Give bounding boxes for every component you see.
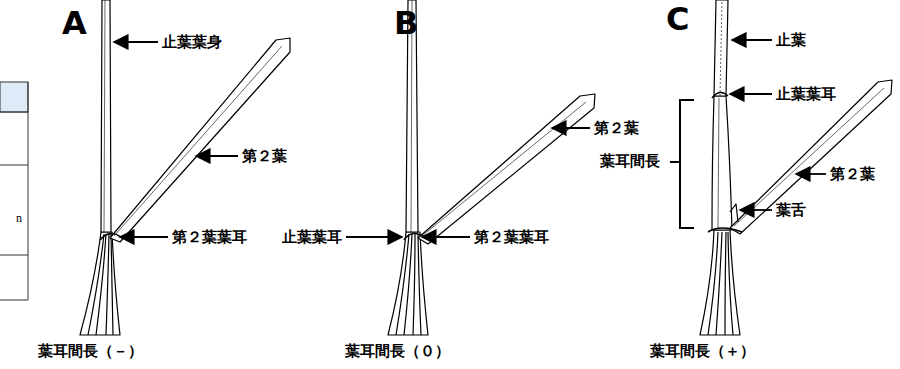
part-label: 止葉葉耳	[282, 229, 342, 246]
plant-c	[700, 0, 892, 335]
table-fragment	[0, 82, 28, 300]
part-label: 第２葉	[830, 166, 875, 183]
interval-bracket	[670, 100, 694, 228]
panel-letter: B	[394, 6, 418, 41]
part-label: 止葉	[776, 32, 806, 49]
panel-letter: C	[666, 2, 689, 37]
panel-letter: A	[62, 6, 87, 41]
plant-b	[388, 0, 595, 335]
caption-label: 葉耳間長（＋）	[650, 343, 755, 360]
table-cell: n	[16, 212, 22, 225]
caption-label: 葉耳間長（０）	[345, 343, 450, 360]
part-label: 葉舌	[776, 202, 806, 219]
caption-label: 葉耳間長（－）	[38, 343, 143, 360]
part-label: 第２葉葉耳	[474, 229, 549, 246]
plant-a	[80, 0, 290, 335]
part-label: 第２葉	[242, 148, 287, 165]
part-label: 止葉葉身	[162, 34, 222, 51]
part-label: 止葉葉耳	[776, 86, 836, 103]
part-label: 第２葉葉耳	[172, 229, 247, 246]
part-label: 第２葉	[594, 120, 639, 137]
part-label: 葉耳間長	[600, 153, 660, 170]
leader-arrows	[114, 40, 826, 237]
